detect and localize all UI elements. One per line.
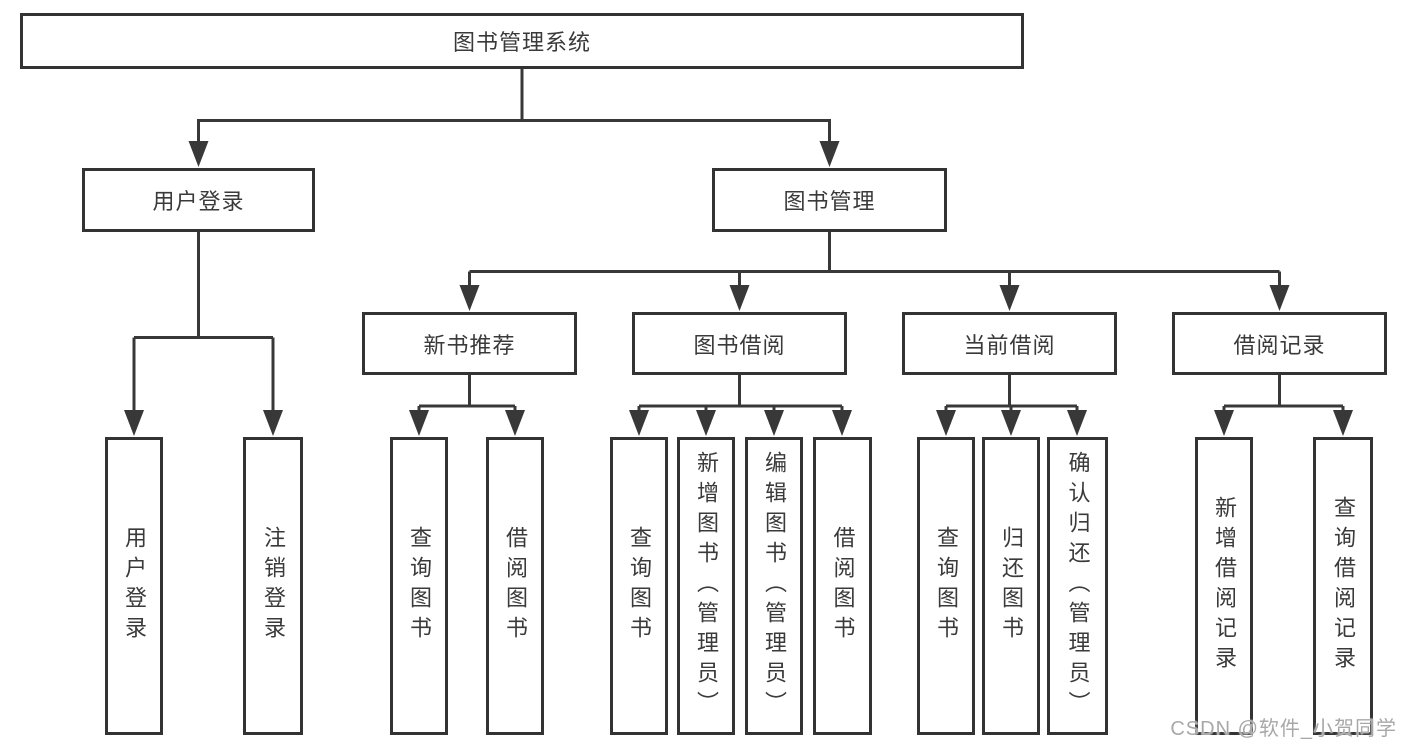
node-nbr-borrow-book: 借阅图书 <box>486 437 544 735</box>
node-cb-confirm-return-label: 确认归还（管理员） <box>1065 451 1091 721</box>
node-nbr-query-book-label: 查询图书 <box>407 526 432 646</box>
node-login: 用户登录 <box>105 437 163 735</box>
node-bb-query-book-label: 查询图书 <box>627 526 652 646</box>
node-user-login: 用户登录 <box>82 168 315 232</box>
node-cb-return-book: 归还图书 <box>982 437 1040 735</box>
node-nbr-borrow-book-label: 借阅图书 <box>503 526 528 646</box>
node-logout-label: 注销登录 <box>261 526 286 646</box>
node-book-management: 图书管理 <box>712 168 947 232</box>
node-book-borrow: 图书借阅 <box>632 312 847 375</box>
node-br-add-record: 新增借阅记录 <box>1195 437 1253 735</box>
node-bb-query-book: 查询图书 <box>610 437 668 735</box>
node-borrow-record: 借阅记录 <box>1172 312 1387 375</box>
node-nbr-query-book: 查询图书 <box>390 437 448 735</box>
node-cb-query-book-label: 查询图书 <box>934 526 959 646</box>
node-login-label: 用户登录 <box>122 526 147 646</box>
node-cb-query-book: 查询图书 <box>917 437 975 735</box>
node-book-borrow-label: 图书借阅 <box>693 332 786 358</box>
node-root-label: 图书管理系统 <box>452 30 591 55</box>
node-cb-confirm-return: 确认归还（管理员） <box>1047 437 1108 735</box>
node-root: 图书管理系统 <box>20 13 1024 69</box>
node-current-borrow-label: 当前借阅 <box>963 332 1056 358</box>
node-cb-return-book-label: 归还图书 <box>999 526 1024 646</box>
node-br-query-record-label: 查询借阅记录 <box>1331 496 1356 676</box>
node-bb-add-book: 新增图书（管理员） <box>677 437 735 735</box>
node-user-login-label: 用户登录 <box>152 189 245 214</box>
node-borrow-record-label: 借阅记录 <box>1233 332 1326 358</box>
node-bb-edit-book-label: 编辑图书（管理员） <box>762 451 787 721</box>
node-br-query-record: 查询借阅记录 <box>1313 437 1373 735</box>
node-new-book-recommend-label: 新书推荐 <box>423 332 516 358</box>
node-bb-add-book-label: 新增图书（管理员） <box>694 451 719 721</box>
node-current-borrow: 当前借阅 <box>902 312 1117 375</box>
watermark: CSDN @软件_小贺同学 <box>1170 718 1397 740</box>
node-bb-borrow-book-label: 借阅图书 <box>830 526 856 646</box>
node-bb-edit-book: 编辑图书（管理员） <box>745 437 803 735</box>
node-br-add-record-label: 新增借阅记录 <box>1212 496 1237 676</box>
node-new-book-recommend: 新书推荐 <box>362 312 577 375</box>
node-bb-borrow-book: 借阅图书 <box>813 437 872 735</box>
node-logout: 注销登录 <box>243 437 303 735</box>
node-book-management-label: 图书管理 <box>783 189 876 214</box>
